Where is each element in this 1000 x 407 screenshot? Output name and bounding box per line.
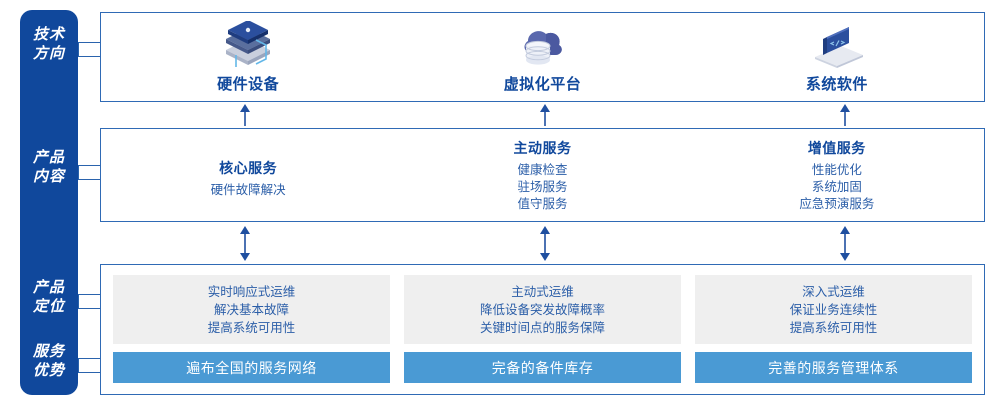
positioning-point: 提高系统可用性 xyxy=(789,320,878,335)
sidebar-label-line2: 内容 xyxy=(32,168,65,185)
product-column-value-added[interactable]: 增值服务 性能优化 系统加固 应急预演服务 xyxy=(690,129,984,221)
product-title-proactive: 主动服务 xyxy=(513,139,572,156)
connector-tech-2 xyxy=(78,56,102,57)
positioning-point: 解决基本故障 xyxy=(213,302,289,317)
arrow-up-hardware xyxy=(240,104,250,126)
sidebar-label-line2: 方向 xyxy=(32,45,65,62)
sidebar-item-product-positioning[interactable]: 产品 定位 xyxy=(20,278,78,316)
arrow-up-system-software xyxy=(840,104,850,126)
advantage-bar-service-network[interactable]: 遍布全国的服务网络 xyxy=(113,352,390,383)
positioning-column-proactive: 主动式运维 降低设备突发故障概率 关键时间点的服务保障 完备的备件库存 xyxy=(404,275,681,383)
sidebar-label-line1: 产品 xyxy=(32,149,65,166)
connector-prod-1 xyxy=(78,165,102,166)
positioning-point: 关键时间点的服务保障 xyxy=(479,320,605,335)
sidebar-label-line2: 优势 xyxy=(32,362,65,379)
connector-adv-1 xyxy=(78,358,102,359)
product-title-value-added: 增值服务 xyxy=(807,139,866,156)
product-item: 应急预演服务 xyxy=(799,196,875,211)
product-item: 系统加固 xyxy=(811,179,862,194)
tech-direction-panel: 硬件设备 虚拟化平台 xyxy=(100,12,985,102)
tech-item-virtualization[interactable]: 虚拟化平台 xyxy=(395,13,689,101)
product-title-core: 核心服务 xyxy=(219,159,278,176)
connector-pos-1 xyxy=(78,294,102,295)
tech-label-virtualization: 虚拟化平台 xyxy=(503,75,582,93)
cloud-database-icon xyxy=(524,30,563,65)
positioning-column-deep: 深入式运维 保证业务连续性 提高系统可用性 完善的服务管理体系 xyxy=(695,275,972,383)
arrow-double-virtualization xyxy=(540,226,550,261)
positioning-point: 保证业务连续性 xyxy=(789,302,878,317)
sidebar-label-line1: 产品 xyxy=(32,279,65,296)
connector-pos-2 xyxy=(78,308,102,309)
arrow-double-hardware xyxy=(240,226,250,261)
product-column-core[interactable]: 核心服务 硬件故障解决 xyxy=(101,129,395,221)
tech-label-system-software: 系统软件 xyxy=(805,75,868,93)
connector-adv-v xyxy=(78,358,79,373)
positioning-point: 深入式运维 xyxy=(802,284,865,299)
connector-tech-1 xyxy=(78,42,102,43)
sidebar-label-line2: 定位 xyxy=(32,298,65,315)
positioning-point: 提高系统可用性 xyxy=(207,320,296,335)
positioning-box[interactable]: 实时响应式运维 解决基本故障 提高系统可用性 xyxy=(113,275,390,344)
advantage-bar-management-system[interactable]: 完善的服务管理体系 xyxy=(695,352,972,383)
connector-tech-v xyxy=(78,42,79,57)
sidebar-item-tech-direction[interactable]: 技术 方向 xyxy=(20,25,78,63)
product-item: 性能优化 xyxy=(811,162,862,177)
sidebar-label-line1: 技术 xyxy=(32,26,65,43)
positioning-point: 主动式运维 xyxy=(511,284,574,299)
server-stack-icon xyxy=(226,20,271,67)
product-item: 硬件故障解决 xyxy=(210,182,286,197)
sidebar-label-line1: 服务 xyxy=(32,343,65,360)
sidebar-panel xyxy=(20,10,78,395)
sidebar-item-service-advantage[interactable]: 服务 优势 xyxy=(20,342,78,380)
advantage-bar-spare-parts[interactable]: 完备的备件库存 xyxy=(404,352,681,383)
positioning-point: 降低设备突发故障概率 xyxy=(479,302,605,317)
product-item: 健康检查 xyxy=(517,162,568,177)
connector-prod-v xyxy=(78,165,79,180)
product-item: 驻场服务 xyxy=(517,179,568,194)
positioning-box[interactable]: 深入式运维 保证业务连续性 提高系统可用性 xyxy=(695,275,972,344)
product-positioning-panel: 实时响应式运维 解决基本故障 提高系统可用性 遍布全国的服务网络 主动式运维 降… xyxy=(100,264,985,395)
tech-label-hardware: 硬件设备 xyxy=(217,75,280,93)
product-content-panel: 核心服务 硬件故障解决 主动服务 健康检查 驻场服务 值守服务 增值服务 性能优… xyxy=(100,128,985,222)
connector-prod-2 xyxy=(78,179,102,180)
connector-pos-v xyxy=(78,294,79,309)
sidebar-item-product-content[interactable]: 产品 内容 xyxy=(20,148,78,186)
positioning-column-realtime: 实时响应式运维 解决基本故障 提高系统可用性 遍布全国的服务网络 xyxy=(113,275,390,383)
product-column-proactive[interactable]: 主动服务 健康检查 驻场服务 值守服务 xyxy=(395,129,689,221)
positioning-point: 实时响应式运维 xyxy=(207,284,296,299)
tech-item-hardware[interactable]: 硬件设备 xyxy=(101,13,395,101)
product-item: 值守服务 xyxy=(517,196,568,211)
arrow-double-system-software xyxy=(840,226,850,261)
code-laptop-icon xyxy=(814,26,863,68)
connector-adv-2 xyxy=(78,372,102,373)
tech-item-system-software[interactable]: 系统软件 xyxy=(690,13,984,101)
arrow-up-virtualization xyxy=(540,104,550,126)
positioning-box[interactable]: 主动式运维 降低设备突发故障概率 关键时间点的服务保障 xyxy=(404,275,681,344)
